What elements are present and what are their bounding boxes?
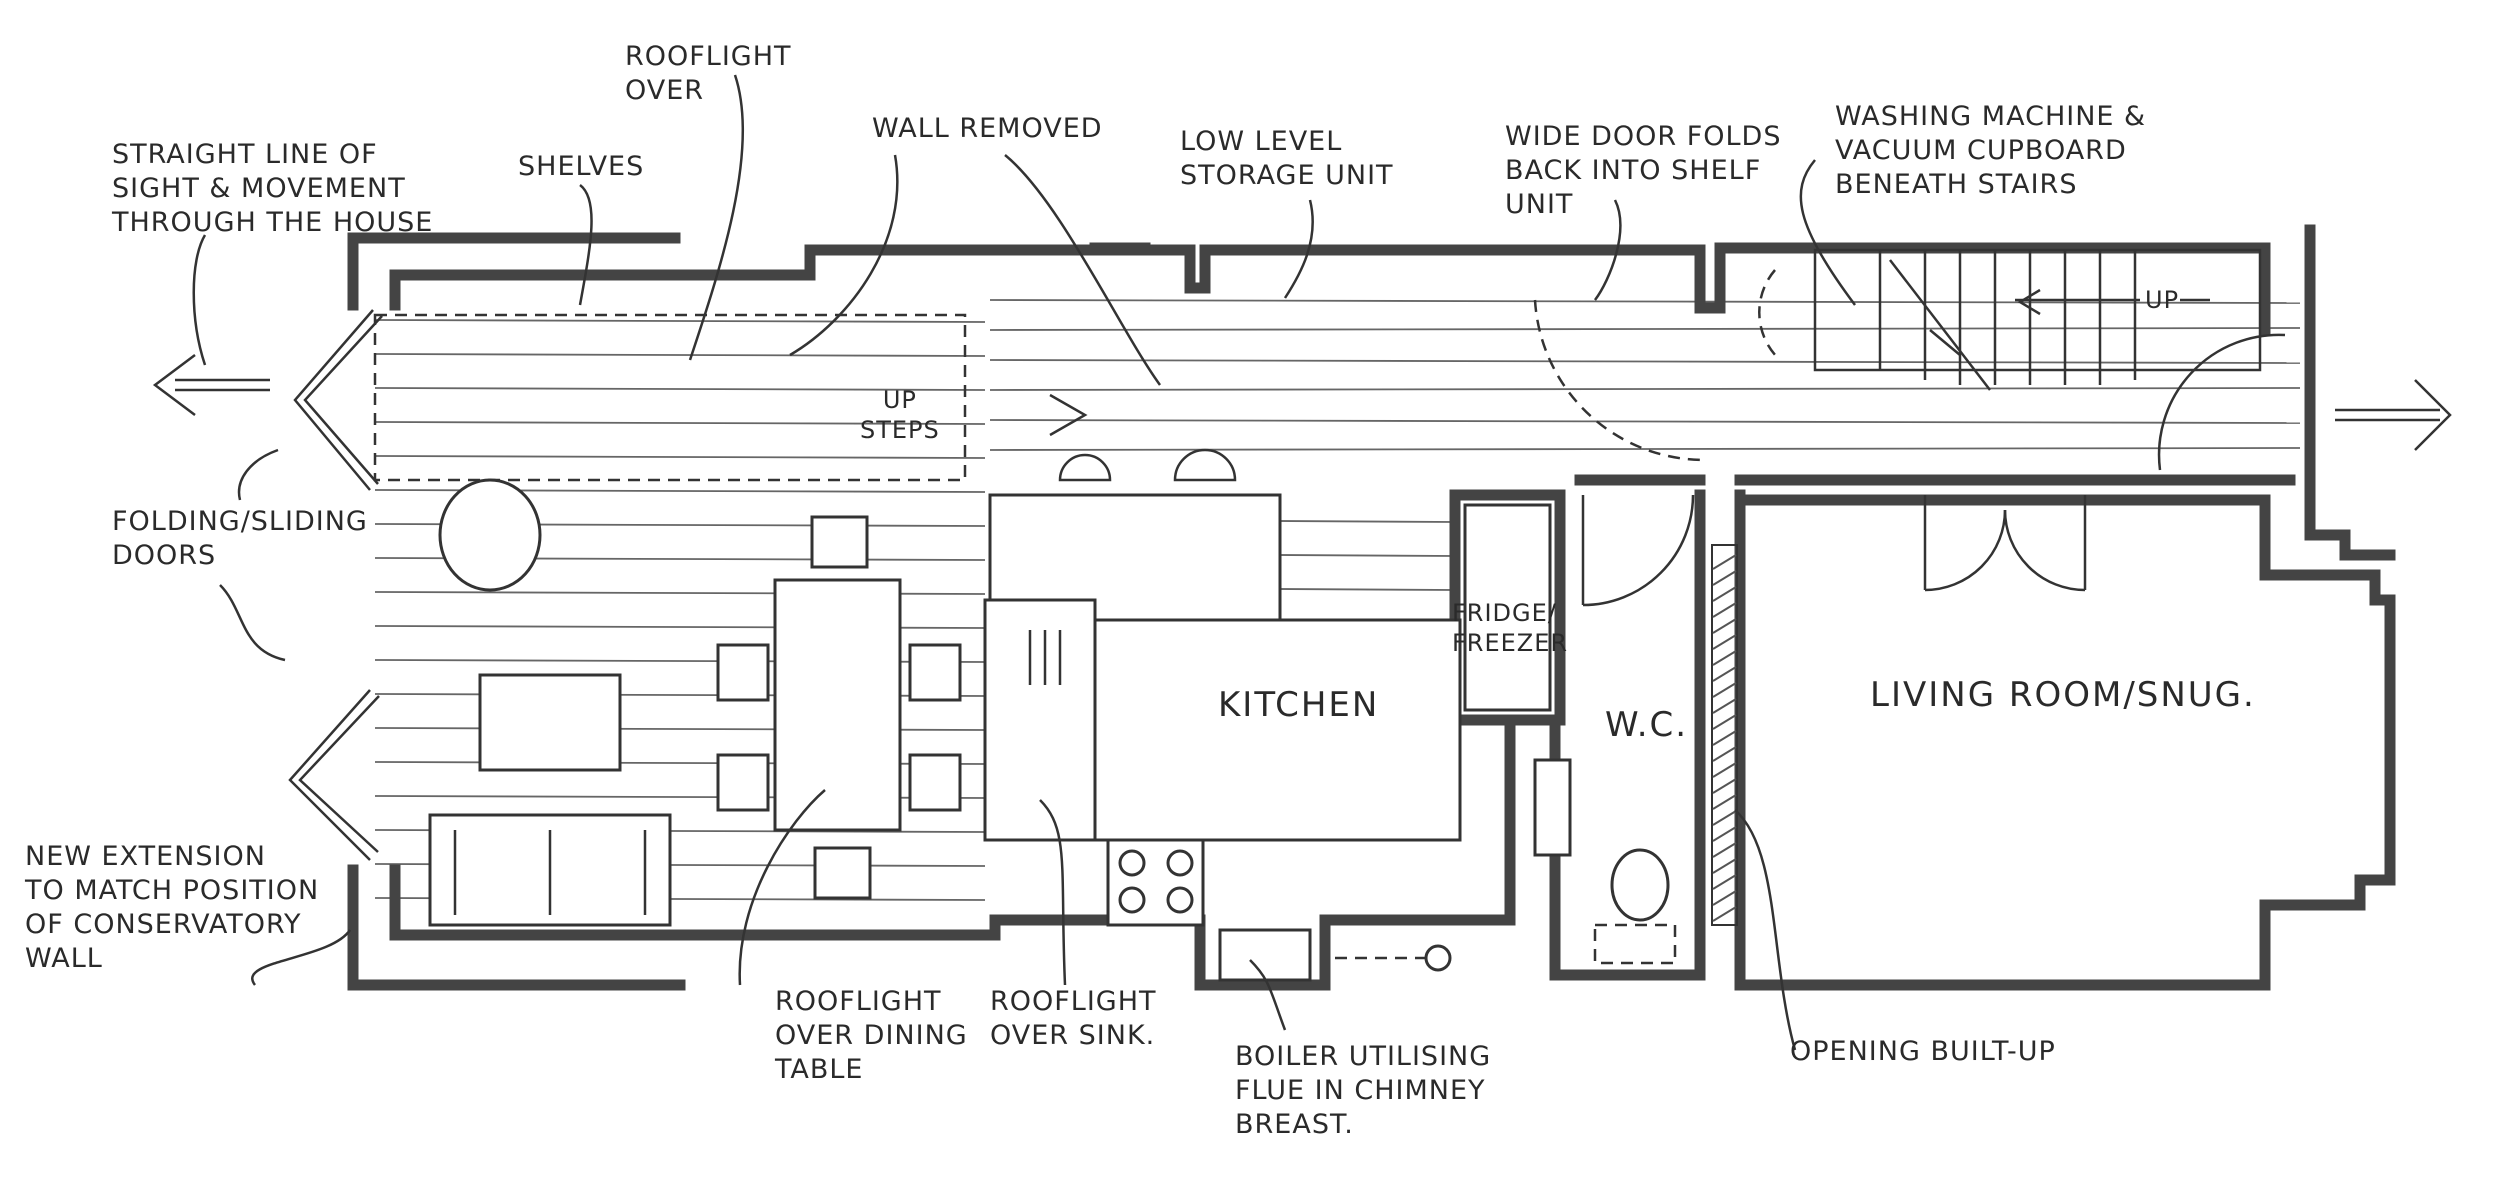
built-up-opening — [1711, 544, 1738, 926]
label-folding-doors: FOLDING/SLIDING DOORS — [112, 506, 368, 571]
wide-door-swing — [1533, 269, 1781, 462]
label-wide-door: WIDE DOOR FOLDS BACK INTO SHELF UNIT — [1505, 121, 1782, 220]
boiler — [1218, 928, 1452, 982]
label-washing-machine: WASHING MACHINE & VACUUM CUPBOARD BENEAT… — [1835, 101, 2147, 200]
room-label-wc: W.C. — [1605, 705, 1689, 745]
label-new-extension: NEW EXTENSION TO MATCH POSITION OF CONSE… — [25, 841, 320, 974]
label-wall-removed: WALL REMOVED — [872, 113, 1103, 144]
label-low-storage: LOW LEVEL STORAGE UNIT — [1180, 126, 1394, 191]
label-up-stairs: UP — [2145, 286, 2180, 314]
room-label-kitchen: KITCHEN — [1218, 685, 1380, 725]
label-opening-built-up: OPENING BUILT-UP — [1790, 1036, 2056, 1067]
dining-furniture — [428, 478, 962, 927]
label-sight-line: STRAIGHT LINE OF SIGHT & MOVEMENT THROUG… — [112, 139, 434, 238]
rear-arrow — [152, 354, 270, 416]
room-label-living-room: LIVING ROOM/SNUG. — [1870, 675, 2256, 715]
label-boiler: BOILER UTILISING FLUE IN CHIMNEY BREAST. — [1235, 1041, 1492, 1140]
label-shelves: SHELVES — [518, 151, 645, 182]
label-rooflight-over: ROOFLIGHT OVER — [625, 41, 792, 106]
living-room-doors — [1923, 333, 2286, 592]
folding-doors — [288, 309, 383, 861]
leader-lines — [192, 74, 1857, 1051]
stairs — [1813, 248, 2262, 391]
label-fridge-freezer: FRIDGE/ FREEZER — [1452, 599, 1569, 657]
front-arrow — [2335, 379, 2452, 451]
wc-fittings — [1533, 494, 1695, 965]
label-rooflight-dining: ROOFLIGHT OVER DINING TABLE — [775, 986, 968, 1085]
label-up-steps: UP STEPS — [860, 386, 940, 444]
label-rooflight-sink: ROOFLIGHT OVER SINK. — [990, 986, 1157, 1051]
